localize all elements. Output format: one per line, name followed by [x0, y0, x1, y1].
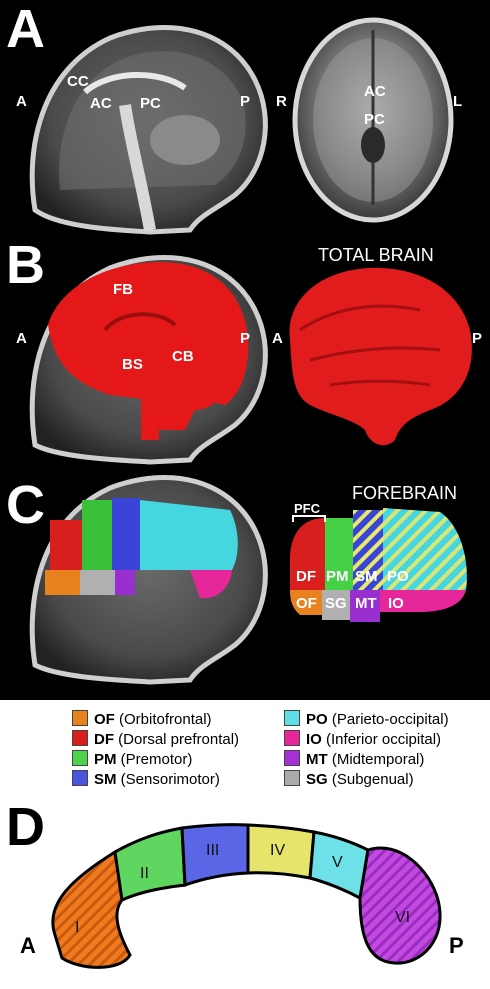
region-po: PO [387, 568, 409, 585]
legend-swatch-mt [284, 750, 300, 766]
legend-item-po: PO (Parieto-occipital) [284, 710, 449, 727]
segment-label-v: V [332, 854, 343, 871]
label-pfc: PFC [294, 501, 320, 516]
segment-label-vi: VI [395, 909, 411, 926]
legend-item-of: OF (Orbitofrontal) [72, 710, 212, 727]
legend-item-df: DF (Dorsal prefrontal) [72, 730, 239, 747]
panel-d-letter: D [6, 797, 45, 857]
label-d-anterior: A [20, 933, 36, 958]
legend-item-io: IO (Inferior occipital) [284, 730, 441, 747]
label-d-posterior: P [449, 933, 464, 958]
legend-swatch-of [72, 710, 88, 726]
label-ac: AC [90, 95, 112, 112]
region-sm: SM [355, 568, 378, 585]
segment-label-iv: IV [270, 842, 286, 859]
label-render-anterior: A [272, 330, 283, 347]
legend-swatch-io [284, 730, 300, 746]
legend-item-sg: SG (Subgenual) [284, 770, 414, 787]
forebrain-title: FOREBRAIN [352, 483, 458, 503]
panel-c-letter: C [6, 475, 45, 535]
label-fb: FB [113, 281, 133, 298]
panel-b-sagittal-mri [29, 255, 268, 465]
total-brain-title: TOTAL BRAIN [318, 245, 434, 265]
label-right: R [276, 93, 287, 110]
panel-c-forebrain-render [290, 508, 467, 622]
legend-swatch-po [284, 710, 300, 726]
panel-b-brain-render [289, 267, 472, 446]
panel-a-letter: A [6, 0, 45, 59]
region-df: DF [296, 568, 316, 585]
label-cc: CC [67, 73, 89, 90]
legend-item-sm: SM (Sensorimotor) [72, 770, 220, 787]
label-pc: PC [140, 95, 161, 112]
label-cb: CB [172, 348, 194, 365]
label-bs: BS [122, 356, 143, 373]
region-sg: SG [325, 595, 347, 612]
segment-label-i: I [75, 919, 80, 936]
region-io: IO [388, 595, 404, 612]
mri-illustration [29, 17, 472, 685]
label-axial-ac: AC [364, 83, 386, 100]
segment-label-iii: III [206, 842, 220, 859]
legend-swatch-sm [72, 770, 88, 786]
segment-vi-shape [358, 846, 442, 965]
legend-swatch-sg [284, 770, 300, 786]
segment-i-shape [51, 849, 132, 969]
label-anterior-a: A [16, 93, 27, 110]
panel-a-axial-mri [292, 17, 454, 223]
segment-ii-shape [113, 826, 187, 903]
legend-item-pm: PM (Premotor) [72, 750, 192, 767]
region-mt: MT [355, 595, 377, 612]
label-axial-pc: PC [364, 111, 385, 128]
panel-b-letter: B [6, 235, 45, 295]
region-pm: PM [326, 568, 349, 585]
label-anterior-b: A [16, 330, 27, 347]
label-render-posterior: P [472, 330, 483, 347]
segment-label-ii: II [140, 865, 149, 882]
legend-swatch-pm [72, 750, 88, 766]
region-legend: OF (Orbitofrontal) DF (Dorsal prefrontal… [0, 700, 490, 800]
panel-a-sagittal-mri [29, 25, 268, 235]
label-posterior-b: P [240, 330, 251, 347]
legend-item-mt: MT (Midtemporal) [284, 750, 424, 767]
label-left: L [453, 93, 463, 110]
legend-swatch-df [72, 730, 88, 746]
panel-c-sagittal-mri [29, 475, 268, 685]
region-of: OF [296, 595, 317, 612]
label-posterior-a: P [240, 93, 251, 110]
